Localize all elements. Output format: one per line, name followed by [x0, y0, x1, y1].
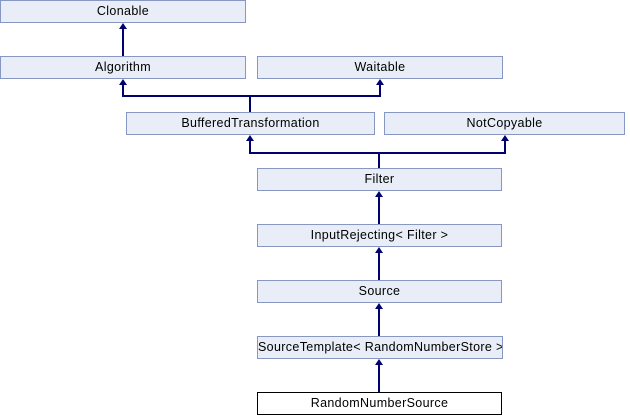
node-source[interactable]: Source	[257, 280, 502, 303]
edge-filter-bus-line	[249, 152, 506, 154]
edge-randomnumbersource-sourcetemplate-arrowhead	[375, 359, 383, 365]
edge-sourcetemplate-source-line	[378, 308, 380, 336]
edge-source-inputrejecting-line	[378, 252, 380, 280]
edge-bufferedtransformation-bus-line	[122, 95, 381, 97]
edge-randomnumbersource-sourcetemplate-line	[378, 364, 380, 392]
edge-filter-notcopyable-arrowhead	[501, 135, 509, 141]
edge-algorithm-clonable-line	[122, 28, 124, 56]
node-filter[interactable]: Filter	[257, 168, 502, 191]
node-inputrejecting-filter[interactable]: InputRejecting< Filter >	[257, 224, 502, 247]
node-bufferedtransformation[interactable]: BufferedTransformation	[126, 112, 375, 135]
node-notcopyable[interactable]: NotCopyable	[384, 112, 625, 135]
node-randomnumbersource: RandomNumberSource	[257, 392, 502, 415]
edge-filter-notcopyable-line	[504, 140, 506, 152]
node-sourcetemplate-randomnumberstore[interactable]: SourceTemplate< RandomNumberStore >	[257, 336, 503, 359]
edge-filter-bufferedtransformation-arrowhead	[246, 135, 254, 141]
edge-filter-stem-line	[378, 154, 380, 168]
edge-algorithm-clonable-arrowhead	[119, 23, 127, 29]
edge-inputrejecting-filter-line	[378, 196, 380, 224]
node-algorithm[interactable]: Algorithm	[0, 56, 246, 79]
edge-inputrejecting-filter-arrowhead	[375, 191, 383, 197]
edge-source-inputrejecting-arrowhead	[375, 247, 383, 253]
edge-sourcetemplate-source-arrowhead	[375, 303, 383, 309]
edge-filter-bufferedtransformation-line	[249, 140, 251, 152]
edge-bufferedtransformation-stem-line	[249, 97, 251, 112]
node-waitable[interactable]: Waitable	[257, 56, 503, 79]
edge-bufferedtransformation-algorithm-line	[122, 84, 124, 97]
edge-bufferedtransformation-waitable-arrowhead	[376, 79, 384, 85]
edge-bufferedtransformation-algorithm-arrowhead	[119, 79, 127, 85]
node-clonable[interactable]: Clonable	[0, 0, 246, 23]
edge-bufferedtransformation-waitable-line	[379, 84, 381, 97]
